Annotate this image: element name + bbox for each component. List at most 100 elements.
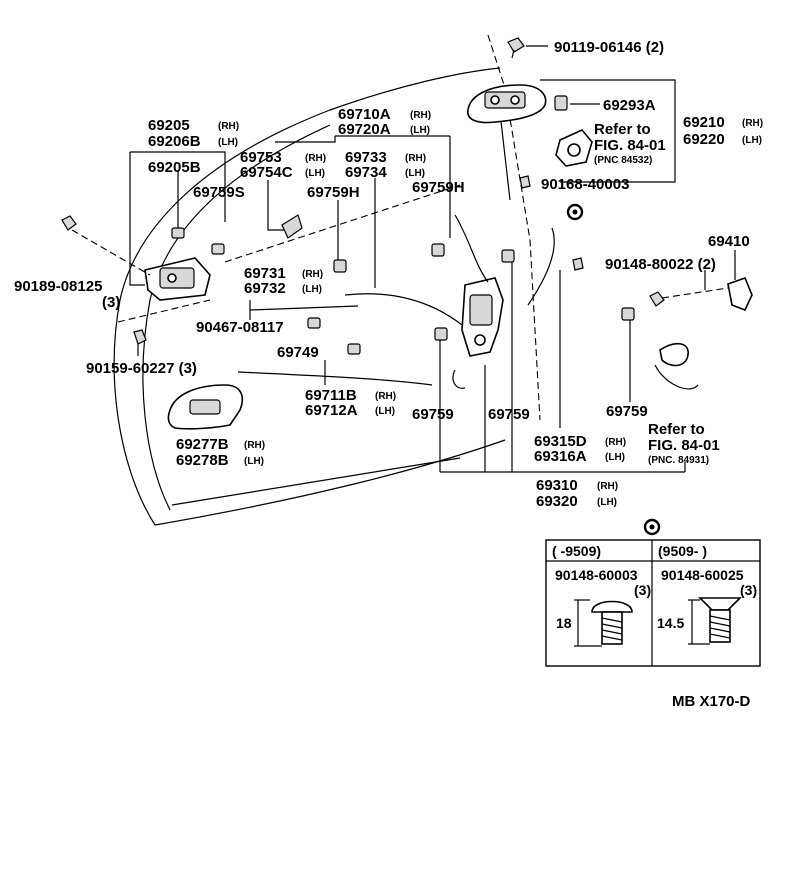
clip-69759-right-icon — [621, 307, 635, 321]
outside-handle — [467, 84, 547, 124]
label-69754c: 69754C — [240, 164, 293, 181]
label-69205-rh: (RH) — [218, 121, 239, 132]
label-69316a: 69316A — [534, 448, 587, 465]
label-69316a-lh: (LH) — [605, 452, 625, 463]
nut-90189-icon — [61, 215, 77, 231]
pnc-reference-1: (PNC 84532) — [594, 155, 652, 166]
label-69759s: 69759S — [193, 184, 245, 201]
label-69759-left: 69759 — [412, 406, 454, 423]
bolt-90119-icon — [507, 37, 525, 59]
clip-69759-left-icon — [434, 327, 448, 341]
label-90168-40003: 90168-40003 — [541, 176, 629, 193]
label-69277b-rh: (RH) — [244, 440, 265, 451]
bolt-90148-icon — [649, 291, 665, 307]
label-69220: 69220 — [683, 131, 725, 148]
label-69759-right: 69759 — [606, 403, 648, 420]
screw-60003-icon — [574, 599, 633, 647]
label-69293a: 69293A — [603, 97, 656, 114]
fig-reference-1: FIG. 84-01 — [594, 137, 666, 154]
door-lock-assembly — [452, 214, 504, 389]
table-col1-part: 90148-60003 — [555, 567, 638, 583]
key-cylinder-icon — [555, 129, 593, 167]
latch-69410-icon — [727, 276, 753, 312]
screw-small-icon — [572, 257, 584, 271]
label-69410: 69410 — [708, 233, 750, 250]
label-69759h-left: 69759H — [307, 184, 360, 201]
rod-69711-icon — [237, 371, 433, 386]
label-69711b-rh: (RH) — [375, 391, 396, 402]
label-69753: 69753 — [240, 149, 282, 166]
label-69710a-rh: (RH) — [410, 110, 431, 121]
table-col2-dim: 14.5 — [657, 615, 684, 631]
label-69733: 69733 — [345, 149, 387, 166]
label-69749: 69749 — [277, 344, 319, 361]
label-69731-rh: (RH) — [302, 269, 323, 280]
label-69711b: 69711B — [305, 387, 357, 404]
refer-to-label-1: Refer to — [594, 121, 651, 138]
table-col1-header: ( -9509) — [552, 543, 601, 559]
label-69205b: 69205B — [148, 159, 201, 176]
clip-69759s-icon — [211, 243, 225, 255]
label-90119-06146: 90119-06146 (2) — [554, 39, 664, 56]
label-69210: 69210 — [683, 114, 725, 131]
label-69310-rh: (RH) — [597, 481, 618, 492]
label-69278b-lh: (LH) — [244, 456, 264, 467]
label-69277b: 69277B — [176, 436, 229, 453]
table-col1-qty: (3) — [634, 582, 651, 598]
fig-reference-2: FIG. 84-01 — [648, 437, 720, 454]
label-69753-rh: (RH) — [305, 153, 326, 164]
label-69754c-lh: (LH) — [305, 168, 325, 179]
label-69220-lh: (LH) — [742, 135, 762, 146]
clip-69759-center-icon — [501, 249, 515, 263]
label-69315d-rh: (RH) — [605, 437, 626, 448]
table-col2-header: (9509- ) — [658, 543, 707, 559]
label-69206b: 69206B — [148, 133, 201, 150]
label-69320-lh: (LH) — [597, 497, 617, 508]
wire-harness-icon — [654, 342, 699, 390]
label-69210-rh: (RH) — [742, 118, 763, 129]
clip-69749-icon — [347, 343, 361, 355]
screw-90159-icon — [133, 329, 147, 345]
label-69712a: 69712A — [305, 402, 358, 419]
label-69315d: 69315D — [534, 433, 587, 450]
clip-69759h-left-icon — [333, 259, 347, 273]
label-69320: 69320 — [536, 493, 578, 510]
inside-handle-bezel — [167, 384, 244, 430]
inside-handle-assembly — [144, 257, 211, 301]
label-69759h-right: 69759H — [412, 179, 465, 196]
rod-69733-icon — [344, 293, 463, 326]
label-69206b-lh: (LH) — [218, 137, 238, 148]
label-69734-lh: (LH) — [405, 168, 425, 179]
clip-69753-icon — [281, 214, 303, 239]
label-69734: 69734 — [345, 164, 387, 181]
clip-69293a-icon — [554, 95, 568, 111]
rod-69731-icon — [249, 305, 359, 311]
diagram-code: MB X170-D — [672, 693, 751, 710]
rod-69315-icon — [527, 227, 555, 306]
label-90189-qty: (3) — [102, 294, 120, 311]
o-mark-icon-table — [643, 518, 661, 536]
label-69205: 69205 — [148, 117, 190, 134]
o-mark-icon-top — [566, 203, 584, 221]
label-69733-rh: (RH) — [405, 153, 426, 164]
screw-90168-icon — [519, 175, 531, 189]
label-90148-80022: 90148-80022 (2) — [605, 256, 716, 273]
label-69310: 69310 — [536, 477, 578, 494]
refer-to-label-2: Refer to — [648, 421, 705, 438]
label-69732: 69732 — [244, 280, 286, 297]
pnc-reference-2: (PNC. 84931) — [648, 455, 709, 466]
label-69710a: 69710A — [338, 106, 391, 123]
label-69759-center: 69759 — [488, 406, 530, 423]
label-90189-08125: 90189-08125 — [14, 278, 102, 295]
label-69712a-lh: (LH) — [375, 406, 395, 417]
clip-90467-icon — [307, 317, 321, 329]
clip-69205b-icon — [171, 227, 185, 239]
table-col2-part: 90148-60025 — [661, 567, 744, 583]
clip-69759h-right-icon — [431, 243, 445, 257]
label-69720a-lh: (LH) — [410, 125, 430, 136]
screw-60025-icon — [688, 597, 742, 645]
label-90467-08117: 90467-08117 — [196, 319, 284, 336]
table-col2-qty: (3) — [740, 582, 757, 598]
label-69720a: 69720A — [338, 121, 391, 138]
